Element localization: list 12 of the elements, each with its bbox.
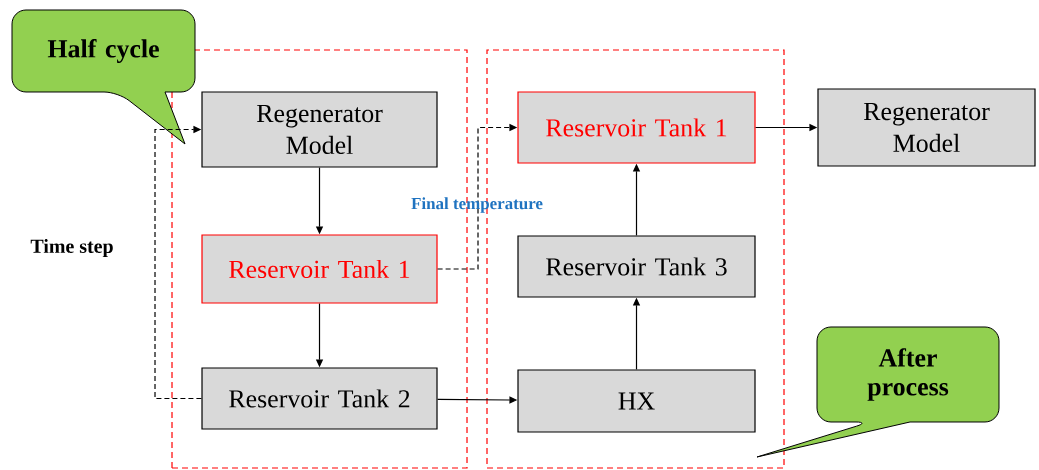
time-step-label: Time step — [30, 238, 113, 257]
process-box: Regenerator Model — [817, 88, 1036, 167]
arrow — [154, 125, 202, 400]
process-box: Regenerator Model — [201, 91, 438, 168]
speech-bubble: After process — [756, 326, 1000, 458]
process-box: Reservoir Tank 3 — [517, 235, 756, 298]
process-box: Reservoir Tank 1 — [517, 91, 756, 164]
speech-bubble: Half cycle — [11, 9, 196, 145]
process-box: Reservoir Tank 1 — [201, 234, 438, 304]
process-box: Reservoir Tank 2 — [201, 367, 438, 430]
process-box: HX — [517, 369, 756, 433]
edge-label: Final temperature — [411, 197, 543, 213]
